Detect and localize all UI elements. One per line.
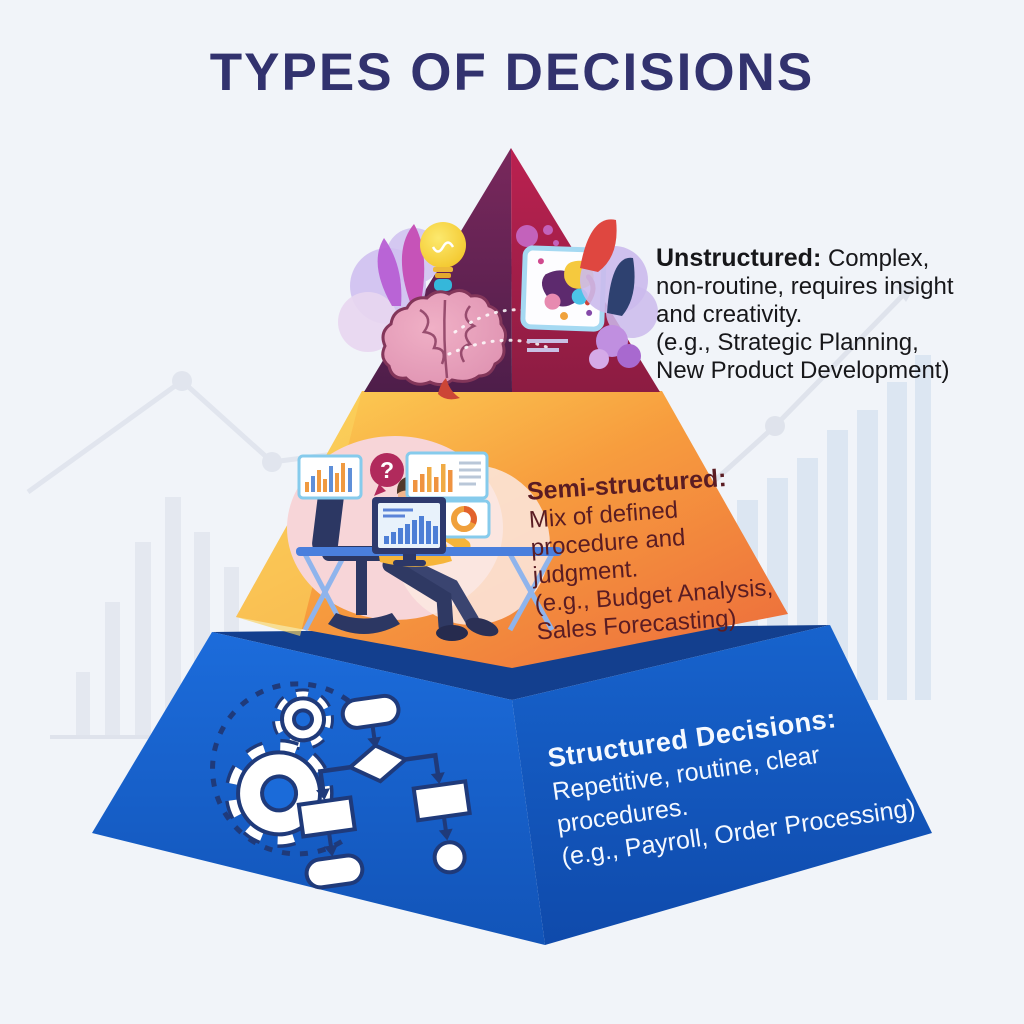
unstructured-description: Unstructured: Complex, non-routine, requ… [656,216,1001,413]
semi-structured-description: Semi-structured: Mix of defined procedur… [524,433,779,674]
shoe [465,617,499,637]
question-mark-bubble: ? [370,453,404,496]
semi-structured-body: Mix of defined procedure and judgment. (… [527,496,774,646]
brain-icon [381,289,508,400]
monitor-icon [372,497,446,566]
brainstem [438,378,460,400]
lightbulb-icon [420,222,466,291]
process-icons [210,681,472,890]
pyramid-top-tier [338,148,660,400]
leg [391,553,479,627]
page-title: TYPES OF DECISIONS [209,43,815,102]
donut-chart-panel-icon [441,499,491,539]
flowchart-icon [296,693,472,890]
pyramid-middle-tier: ? [236,391,788,668]
dotted-arcs [447,308,551,356]
leaves-icon [580,219,658,369]
svg-text:?: ? [380,457,394,483]
unstructured-label: Unstructured: [656,244,822,272]
frame-caption-lines [527,339,568,352]
line-node [172,371,192,391]
line-node [262,452,282,472]
tier-right-face [512,625,932,945]
bar-chart-panel-icon [405,451,489,500]
arrowhead [894,278,920,302]
bar-chart-panel-icon [297,454,363,500]
shoe [436,625,468,641]
leg [382,557,454,634]
unstructured-body: non-routine, requires insight and creati… [656,273,954,384]
gear-icon [272,688,335,751]
cycle-arrow-icon [210,681,364,857]
unstructured-lead: Complex, [821,245,930,272]
